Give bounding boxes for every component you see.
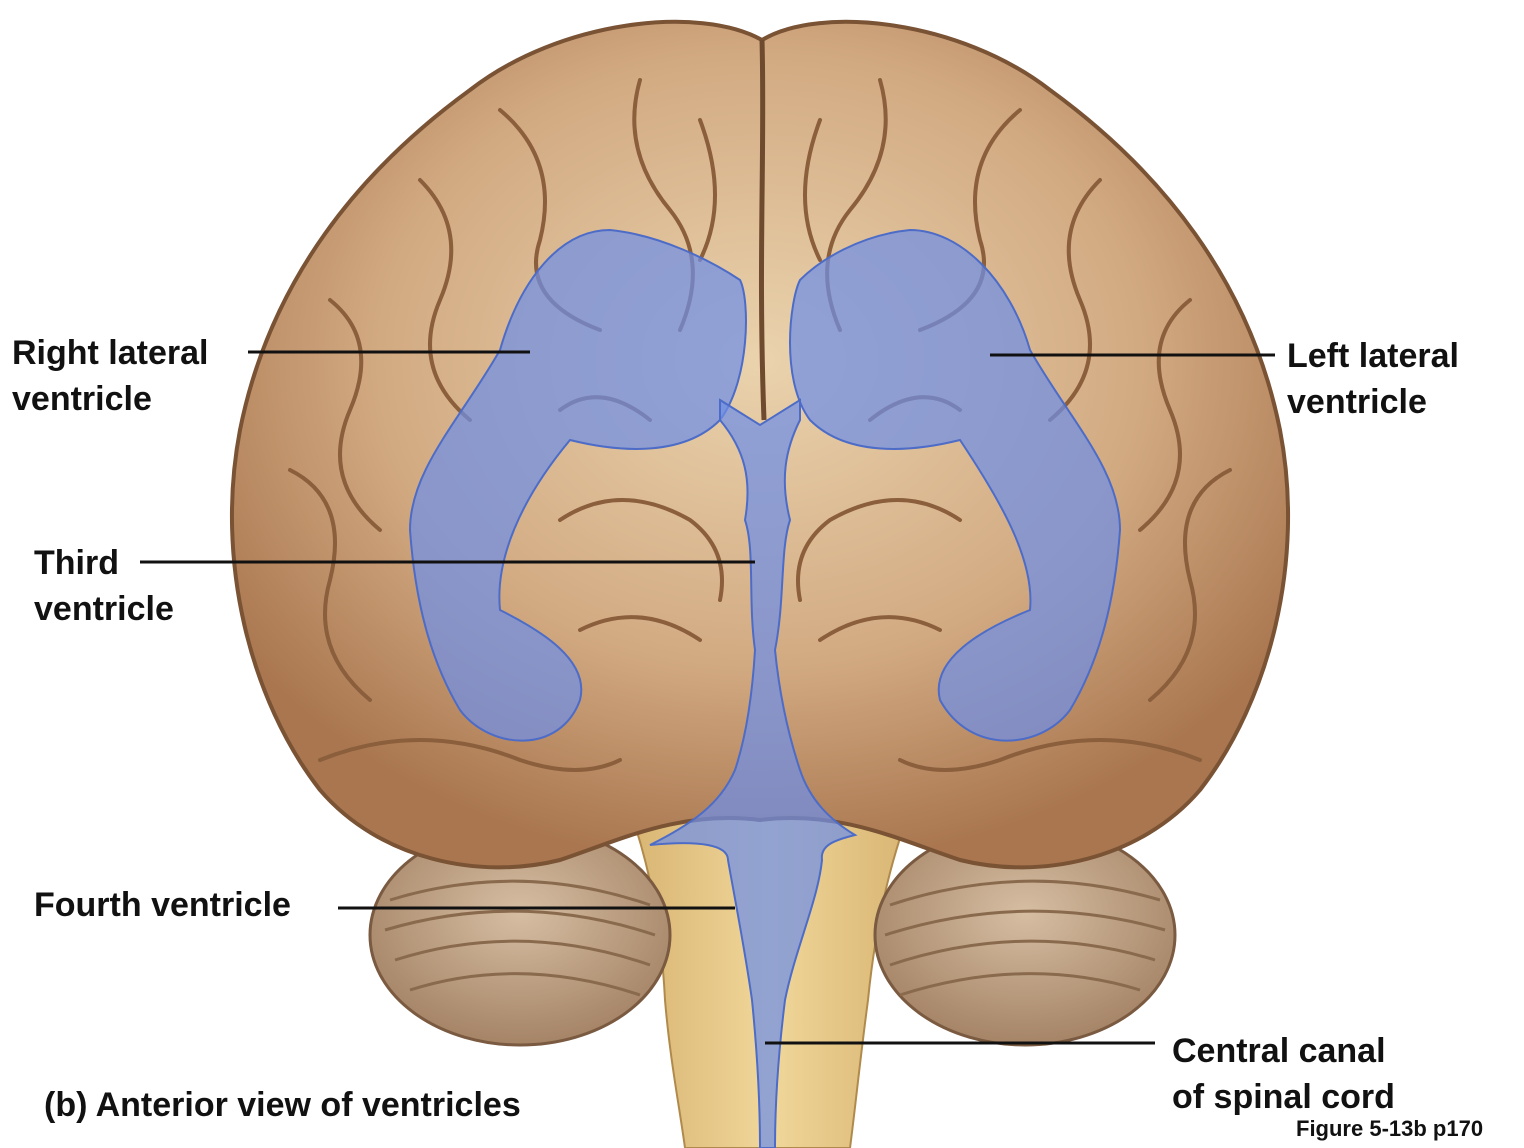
leader-lines bbox=[140, 350, 1275, 1045]
label-left-lateral-line1: Left lateral bbox=[1287, 337, 1459, 375]
right-lateral-ventricle bbox=[408, 228, 747, 742]
longitudinal-fissure bbox=[758, 39, 767, 421]
label-right-lateral-line2: ventricle bbox=[12, 380, 152, 418]
label-central-canal: Central canal of spinal cord bbox=[1172, 1028, 1395, 1120]
label-third-line2: ventricle bbox=[34, 590, 174, 628]
label-third-line1: Third bbox=[34, 544, 119, 582]
label-right-lateral-ventricle: Right lateral ventricle bbox=[12, 330, 208, 422]
label-third-ventricle: Third ventricle bbox=[34, 540, 174, 632]
left-lateral-ventricle bbox=[789, 228, 1122, 742]
ventricles bbox=[408, 228, 1122, 1148]
cerebellum bbox=[368, 823, 1177, 1047]
third-and-fourth-ventricle bbox=[649, 398, 858, 1148]
label-central-canal-line2: of spinal cord bbox=[1172, 1078, 1395, 1116]
label-right-lateral-line1: Right lateral bbox=[12, 334, 209, 372]
label-central-canal-line1: Central canal bbox=[1172, 1032, 1386, 1070]
label-left-lateral-ventricle: Left lateral ventricle bbox=[1287, 333, 1459, 425]
label-fourth-ventricle: Fourth ventricle bbox=[34, 882, 291, 928]
label-fourth-line1: Fourth ventricle bbox=[34, 886, 291, 924]
label-left-lateral-line2: ventricle bbox=[1287, 383, 1427, 421]
figure-caption: (b) Anterior view of ventricles bbox=[44, 1086, 521, 1124]
figure-reference: Figure 5-13b p170 bbox=[1296, 1116, 1484, 1141]
